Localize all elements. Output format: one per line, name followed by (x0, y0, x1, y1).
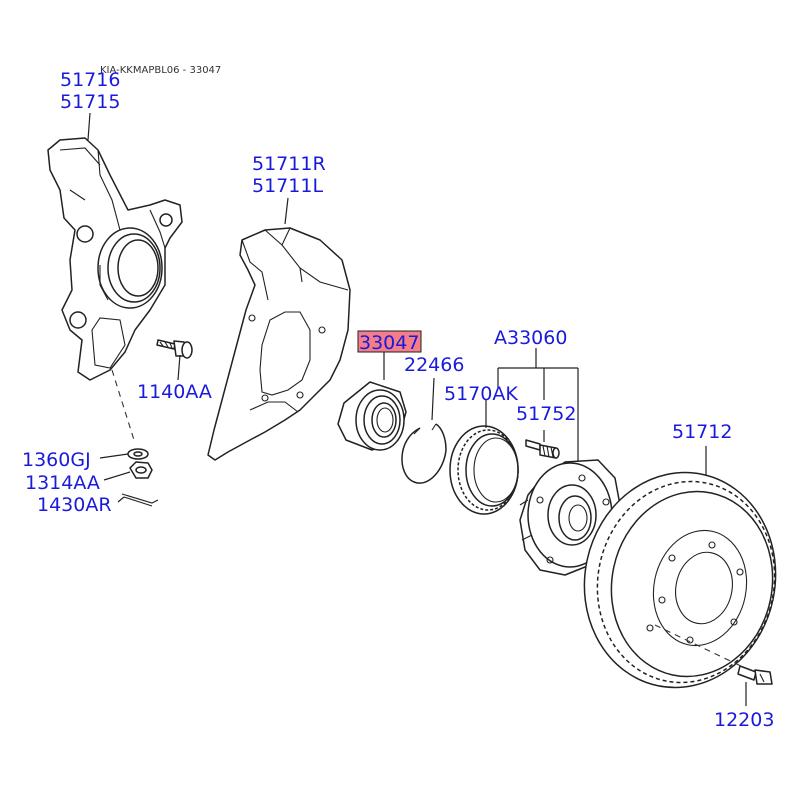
label-33047: 33047 (359, 332, 419, 354)
nut-1314aa[interactable] (129, 461, 153, 479)
snap-ring-22466[interactable] (401, 423, 447, 484)
label-1430ar[interactable]: 1430AR (37, 494, 112, 516)
label-51715[interactable]: 51715 (60, 91, 120, 113)
label-12203[interactable]: 12203 (714, 709, 774, 731)
leader-snap-ring (431, 377, 435, 421)
label-a33060[interactable]: A33060 (494, 327, 567, 349)
label-5170ak[interactable]: 5170AK (444, 383, 518, 405)
label-1314aa[interactable]: 1314AA (25, 472, 100, 494)
highlight-box (357, 330, 422, 353)
label-1360gj[interactable]: 1360GJ (22, 449, 91, 471)
label-51752[interactable]: 51752 (516, 403, 576, 425)
label-51712[interactable]: 51712 (672, 421, 732, 443)
cotter-pin-1430ar[interactable] (121, 493, 159, 507)
wheel-bearing-33047[interactable] (337, 381, 407, 451)
label-51711r[interactable]: 51711R (252, 153, 326, 175)
leader-cotter-pin (117, 496, 125, 503)
disc-screw-12203[interactable] (737, 665, 773, 685)
diagram-code: KIA-KKMAPBL06 - 33047 (100, 65, 221, 76)
leader-nut (103, 471, 131, 481)
brake-disc-51712[interactable] (565, 455, 796, 706)
leader-bolt-1140aa (177, 354, 181, 381)
washer-1360gj[interactable] (127, 448, 149, 460)
label-51716[interactable]: 51716 (60, 69, 120, 91)
highlighted-part-33047[interactable]: 33047 (357, 330, 422, 354)
leader-washer (99, 453, 129, 459)
tone-wheel-5170ak[interactable] (449, 425, 519, 515)
label-1140aa[interactable]: 1140AA (137, 381, 212, 403)
hub-bolt-51752[interactable] (525, 439, 560, 459)
dust-shield[interactable] (207, 227, 351, 461)
disc-axis-line (654, 624, 746, 669)
leader-knuckle (87, 112, 91, 141)
bolt-1140aa[interactable] (156, 339, 193, 359)
label-22466[interactable]: 22466 (404, 354, 464, 376)
knuckle-axis-line (111, 369, 135, 441)
leader-shield (284, 197, 289, 225)
steering-knuckle[interactable] (47, 137, 183, 381)
hub-assembly-bracket (497, 348, 579, 462)
label-51711l[interactable]: 51711L (252, 175, 323, 197)
